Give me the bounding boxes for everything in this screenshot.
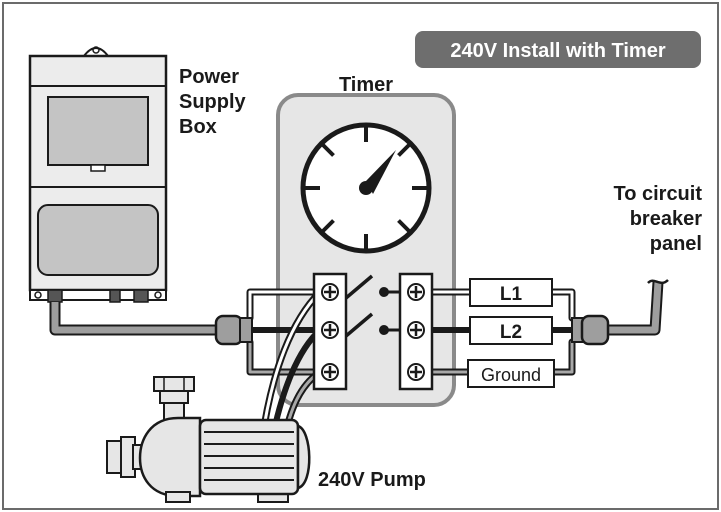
timer-label: Timer: [339, 74, 393, 96]
terminal-l2-label: L2: [500, 322, 522, 343]
terminal-l1-label: L1: [500, 284, 523, 305]
power-supply-box: [28, 46, 168, 303]
panel-label-line-3: panel: [650, 233, 702, 255]
terminal-ground: Ground: [467, 359, 555, 388]
timer-switch-contacts: [344, 274, 400, 338]
power-supply-label-line-2: Supply: [179, 91, 247, 113]
terminal-l2: L2: [469, 316, 553, 345]
power-supply-label-line-1: Power: [179, 66, 239, 88]
power-supply-label-line-3: Box: [179, 116, 217, 138]
timer-terminal-strip-left: [312, 272, 348, 391]
terminal-ground-label: Ground: [481, 365, 541, 385]
panel-label: To circuit breaker panel: [613, 183, 702, 255]
panel-label-line-2: breaker: [630, 208, 702, 230]
diagram-title: 240V Install with Timer: [450, 40, 665, 62]
power-supply-label: Power Supply Box: [179, 66, 247, 138]
pump-label: 240V Pump: [318, 469, 426, 491]
conduit-fitting-right: [571, 314, 610, 346]
conduit-break-mark: [647, 279, 669, 285]
panel-label-line-1: To circuit: [613, 183, 702, 205]
conduit-fitting-left: [214, 314, 253, 346]
timer-clock-icon: [300, 122, 432, 254]
pump-icon: [106, 376, 311, 503]
title-badge: 240V Install with Timer: [415, 31, 701, 68]
timer-terminal-strip-right: [398, 272, 434, 391]
terminal-l1: L1: [469, 278, 553, 307]
conduit-left: [51, 302, 225, 334]
conduit-right: [596, 281, 662, 334]
